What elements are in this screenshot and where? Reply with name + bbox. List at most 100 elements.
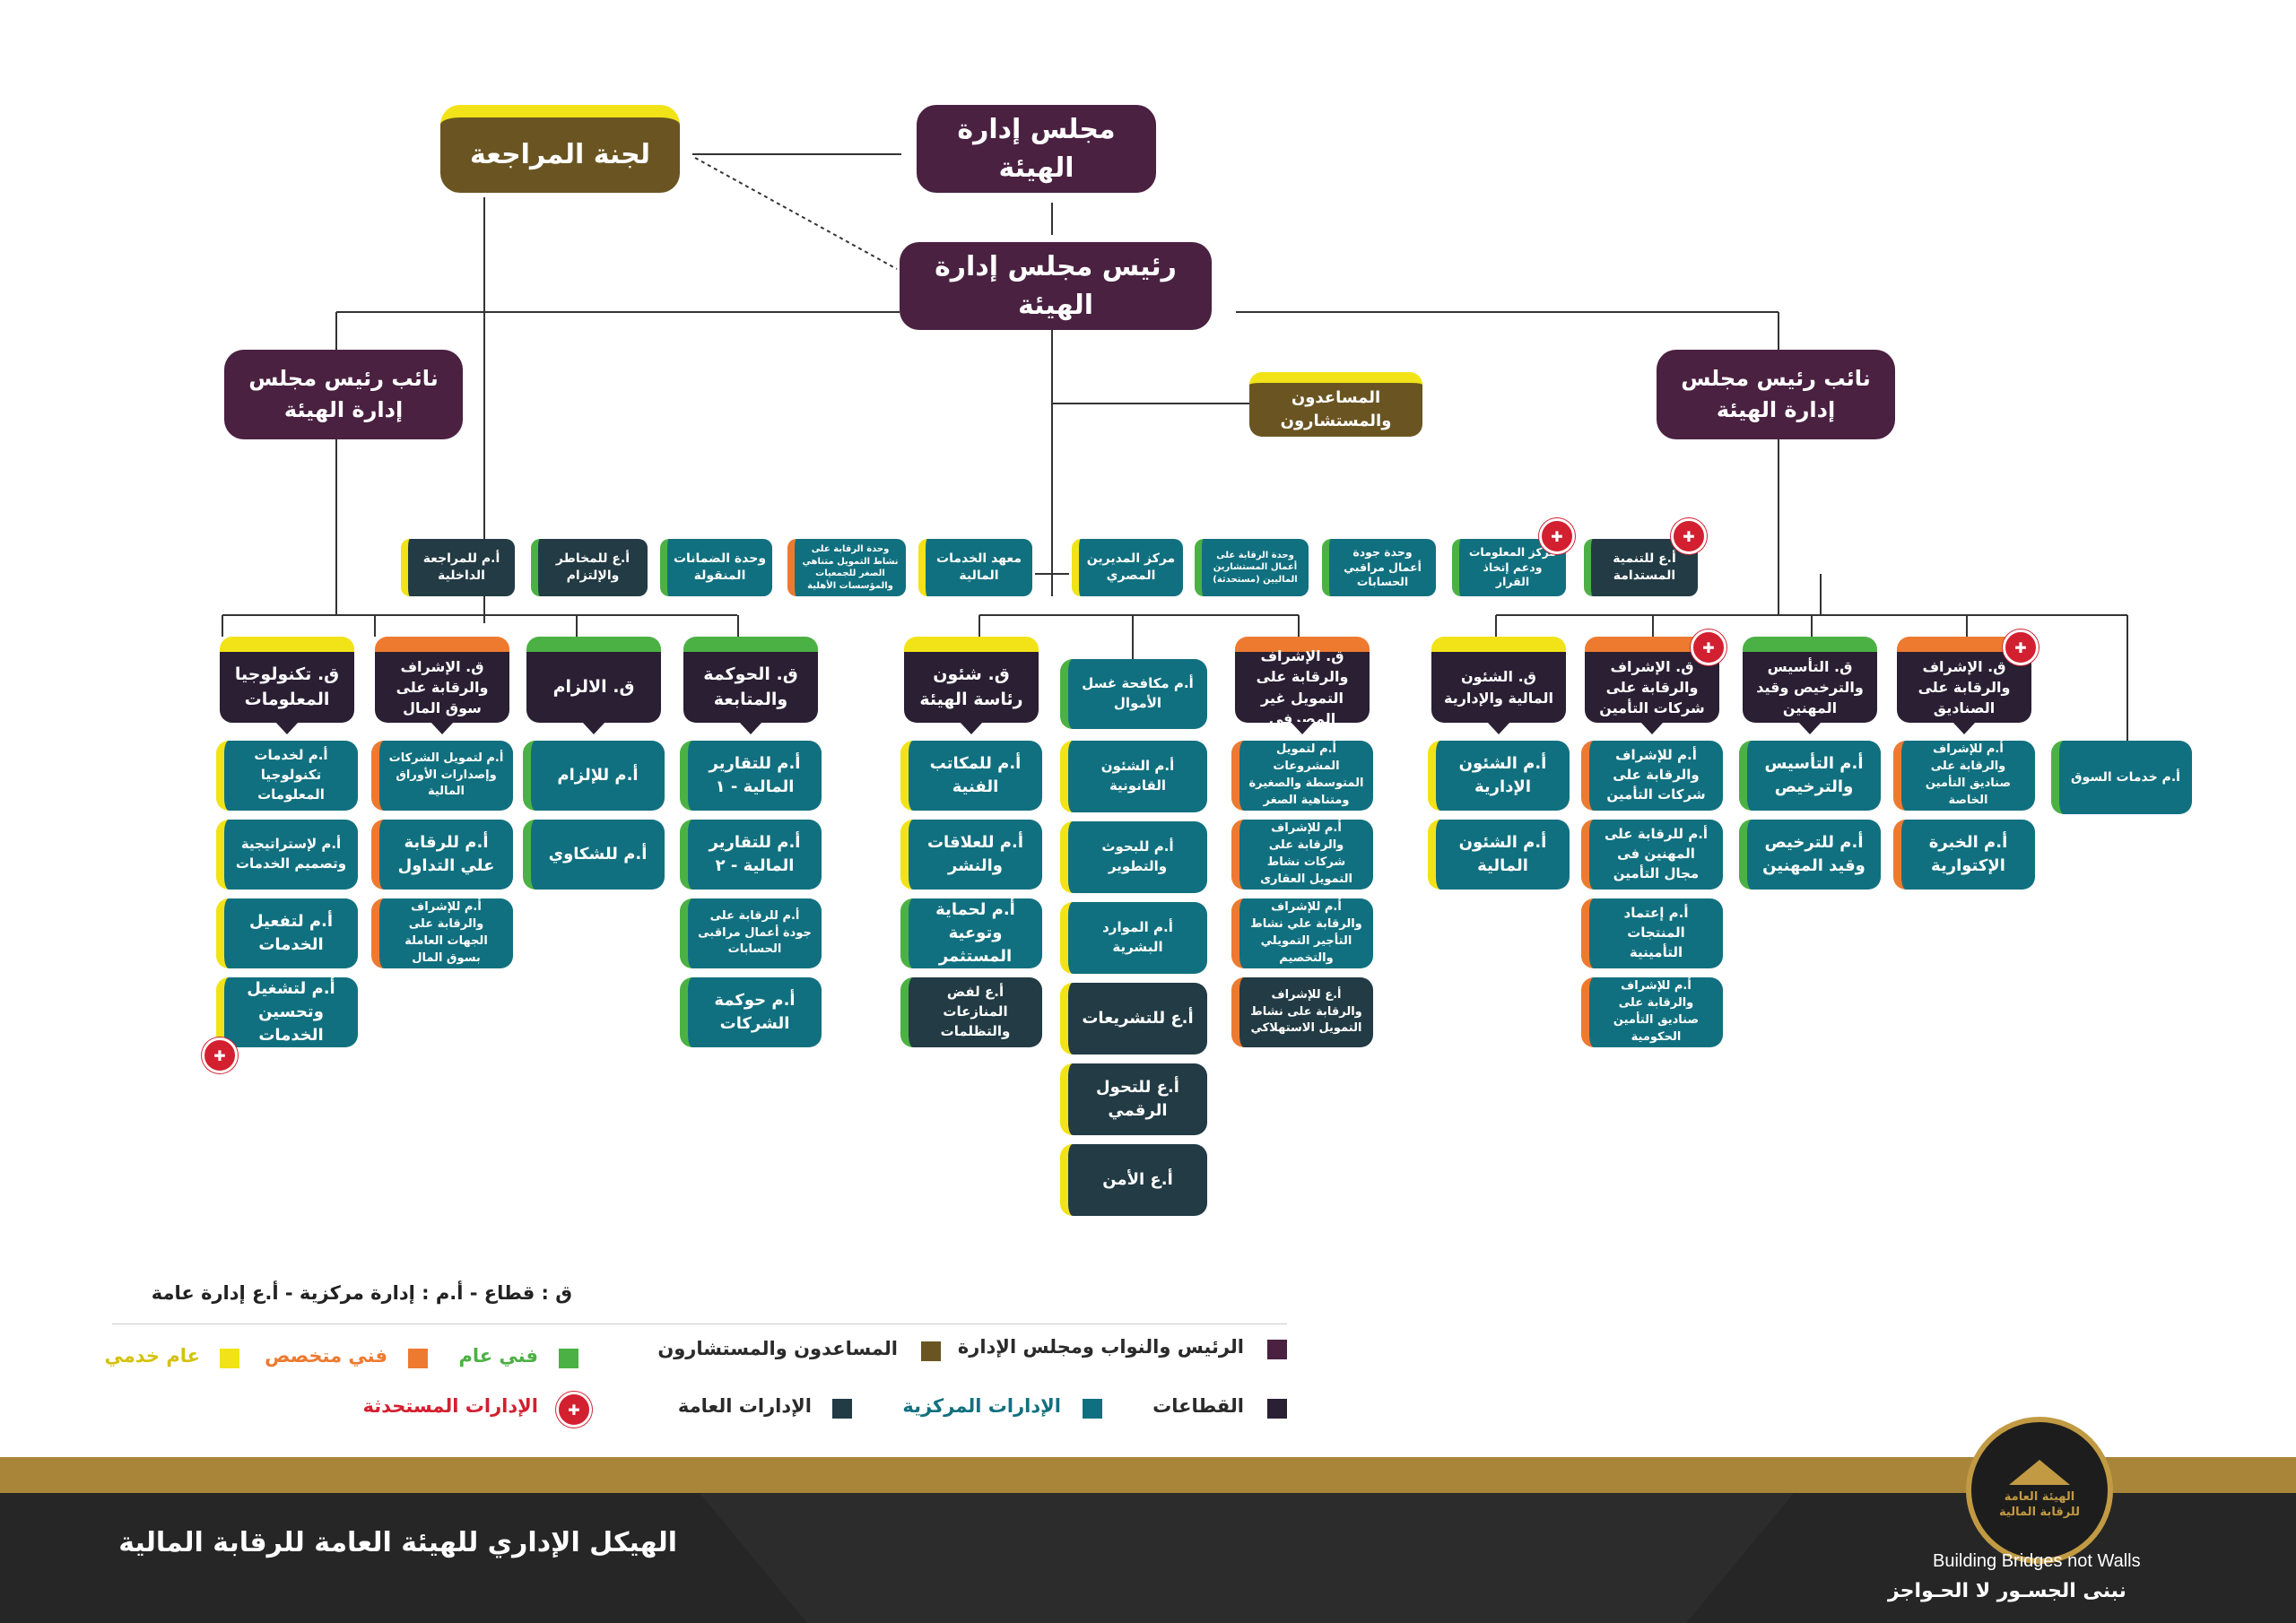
department-box: أ.م لتشغيل وتحسين الخدمات [216, 977, 358, 1047]
unit-box-label: أ.ع للمخاطر والإلتزام [555, 551, 631, 583]
department-box-label: أ.م الشئون القانونية [1100, 758, 1175, 794]
unit-box-label: مركز المديرين المصري [1086, 551, 1176, 583]
legend-label: فني عام [458, 1345, 538, 1367]
new-department-icon: ✚ [556, 1392, 592, 1428]
department-box-label: أ.ع لفض المنازعات والتظلمات [940, 984, 1011, 1039]
department-box: أ.م لتمويل المشروعات المتوسطة والصغيرة و… [1231, 741, 1373, 811]
department-box-label: أ.م للعلاقات والنشر [926, 832, 1024, 875]
vice-chairman-left-box: نائب رئيس مجلس إدارة الهيئة [224, 350, 463, 439]
vice-chairman-left-label: نائب رئيس مجلس إدارة الهيئة [248, 366, 439, 422]
unit-box-label: مركز المعلومات ودعم إتخاذ القرار [1468, 544, 1557, 589]
chairman-box: رئيس مجلس إدارة الهيئة [900, 242, 1212, 330]
board-label: مجلس إدارة الهيئة [957, 113, 1116, 185]
unit-box-label: وحدة الرقابة على أعمال المستشارين المالي… [1213, 550, 1298, 585]
slogan-ar: نبنى الجسـور لا الحـواجز [1888, 1580, 2126, 1602]
unit-box: وحدة جودة أعمال مراقبي الحسابات [1322, 539, 1436, 596]
department-box: أ.م للرقابة على جودة أعمال مراقبى الحساب… [680, 898, 822, 968]
department-box: أ.م للإشراف والرقابة علي نشاط التأجير ال… [1231, 898, 1373, 968]
department-box-label: أ.م لإستراتيجية وتصميم الخدمات [235, 836, 347, 872]
sector-box-label: ق. الشئون المالية والإدارية [1444, 668, 1553, 707]
department-box-label: أ.م للرقابة على جودة أعمال مراقبى الحساب… [698, 908, 812, 957]
legend-label: عام خدمي [104, 1345, 200, 1367]
sector-box-label: ق. التأسيس والترخيص وقيد المهنين [1756, 657, 1864, 717]
department-box-label: أ.م مكافحة غسل الأموال [1082, 675, 1194, 711]
logo: الهيئة العامة للرقابة المالية [1966, 1417, 2113, 1564]
unit-box-label: وحدة الرقابة على نشاط التمويل متناهي الص… [802, 544, 899, 591]
sector-box: ق. الحوكمة والمتابعة [683, 637, 818, 734]
sector-box-label: ق. الحوكمة والمتابعة [703, 664, 798, 709]
department-box-label: أ.م لتشغيل وتحسين الخدمات [247, 978, 335, 1046]
sector-box-label: ق. تكنولوجيا المعلومات [234, 664, 340, 709]
department-box: أ.م الشئون الإدارية [1428, 741, 1570, 811]
sector-box-label: ق. شئون رئاسة الهيئة [919, 664, 1023, 709]
footer-title: الهيكل الإداري للهيئة العامة للرقابة الم… [118, 1527, 677, 1558]
new-department-icon: ✚ [1691, 629, 1726, 665]
eagle-icon [2009, 1460, 2070, 1486]
advisors-label: المساعدون والمستشارون [1280, 387, 1392, 430]
footer: الهيكل الإداري للهيئة العامة للرقابة الم… [0, 1417, 2296, 1623]
department-box-label: أ.م للتقارير المالية - ٢ [709, 832, 801, 875]
department-box: أ.م خدمات السوق [2051, 741, 2192, 814]
legend-label: الرئيس والنواب ومجلس الإدارة [957, 1336, 1244, 1358]
sector-box: ق. تكنولوجيا المعلومات [220, 637, 354, 734]
sector-box-label: ق. الإشراف والرقابة على سوق المال [396, 657, 489, 717]
department-box: أ.م للإشراف والرقابة على شركات نشاط التم… [1231, 820, 1373, 890]
new-department-icon: ✚ [1671, 518, 1707, 554]
legend-label: الإدارات العامة [677, 1395, 812, 1417]
department-box: أ.م لخدمات تكنولوجيا المعلومات [216, 741, 358, 811]
legend-abbreviations: ق : قطاع - أ.م : إدارة مركزية - أ.ع إدار… [151, 1282, 572, 1304]
vice-chairman-right-box: نائب رئيس مجلس إدارة الهيئة [1657, 350, 1895, 439]
department-box-label: أ.م لتفعيل الخدمات [248, 911, 334, 954]
legend-label: القطاعات [1152, 1395, 1244, 1417]
department-box-label: أ.م لتمويل الشركات وإصدارات الأوراق الما… [388, 751, 504, 799]
department-box-label: أ.م للإشراف والرقابة على شركات نشاط التم… [1260, 821, 1352, 886]
department-box: أ.م للإشراف والرقابة على صناديق التأمين … [1581, 977, 1723, 1047]
department-box: أ.م للمكاتب الفنية [900, 741, 1042, 811]
department-box-label: أ.م للإلزام [557, 765, 639, 785]
slogan-en: Building Bridges not Walls [1933, 1551, 2141, 1571]
footer-background [0, 1457, 2296, 1623]
sector-box-label: ق. الإشراف والرقابة على الصناديق [1918, 657, 2011, 717]
department-box: أ.م لحماية وتوعية المستثمر [900, 898, 1042, 968]
legend-swatch [408, 1349, 428, 1368]
department-box: أ.م للبحوث والتطوير [1060, 821, 1207, 893]
unit-box: معهد الخدمات المالية [918, 539, 1032, 596]
unit-box-label: وحدة جودة أعمال مراقبي الحسابات [1344, 544, 1422, 589]
legend-label: الإدارات المستحدثة [362, 1395, 538, 1417]
board-box: مجلس إدارة الهيئة [917, 105, 1156, 193]
department-box: أ.م لتفعيل الخدمات [216, 898, 358, 968]
audit-committee-label: لجنة المراجعة [469, 139, 651, 171]
department-box-label: أ.م للإشراف والرقابة على الجهات العاملة … [404, 900, 488, 965]
department-box: أ.ع للتحول الرقمي [1060, 1063, 1207, 1135]
legend-swatch [832, 1399, 852, 1419]
sector-box-label: ق. الإشراف والرقابة على التمويل غير المص… [1256, 647, 1349, 727]
department-box-label: أ.ع للتشريعات [1082, 1008, 1194, 1028]
department-box: أ.م التأسيس والترخيص [1739, 741, 1881, 811]
sector-box: ق. الإشراف والرقابة على سوق المال [375, 637, 509, 734]
department-box: أ.م مكافحة غسل الأموال [1060, 659, 1207, 729]
department-box: أ.م للإلزام [523, 741, 665, 811]
department-box: أ.ع للإشراف والرقابة على نشاط التمويل ال… [1231, 977, 1373, 1047]
legend-swatch [1083, 1399, 1102, 1419]
unit-box: أ.ع للتنمية المستدامة [1584, 539, 1698, 596]
department-box-label: أ.م لتمويل المشروعات المتوسطة والصغيرة و… [1248, 742, 1364, 807]
unit-box: وحدة الرقابة على نشاط التمويل متناهي الص… [787, 539, 906, 596]
sector-box: ق. الالزام [526, 637, 661, 734]
department-box-label: أ.م الشئون الإدارية [1458, 753, 1547, 796]
department-box-label: أ.م الخبرة الإكتوارية [1928, 832, 2008, 875]
department-box-label: أ.ع للإشراف والرقابة على نشاط التمويل ال… [1250, 987, 1362, 1036]
logo-text: الهيئة العامة للرقابة المالية [1999, 1490, 2080, 1519]
department-box-label: أ.م للرقابة على المهنين فى مجال التأمين [1604, 826, 1709, 881]
department-box: أ.ع الأمن [1060, 1144, 1207, 1216]
department-box: أ.م للرقابة علي التداول [371, 820, 513, 890]
unit-box: مركز المديرين المصري [1072, 539, 1183, 596]
department-box: أ.م الموارد البشرية [1060, 902, 1207, 974]
vice-chairman-right-label: نائب رئيس مجلس إدارة الهيئة [1681, 366, 1871, 422]
department-box-label: أ.ع الأمن [1102, 1169, 1173, 1189]
sector-box: ق. شئون رئاسة الهيئة [904, 637, 1039, 734]
department-box-label: أ.م للإشراف والرقابة على صناديق التأمين … [1925, 742, 2012, 807]
legend-swatch [1267, 1340, 1287, 1359]
unit-box-label: أ.ع للتنمية المستدامة [1613, 551, 1676, 583]
department-box-label: أ.م للإشراف والرقابة على صناديق التأمين … [1613, 979, 1700, 1044]
